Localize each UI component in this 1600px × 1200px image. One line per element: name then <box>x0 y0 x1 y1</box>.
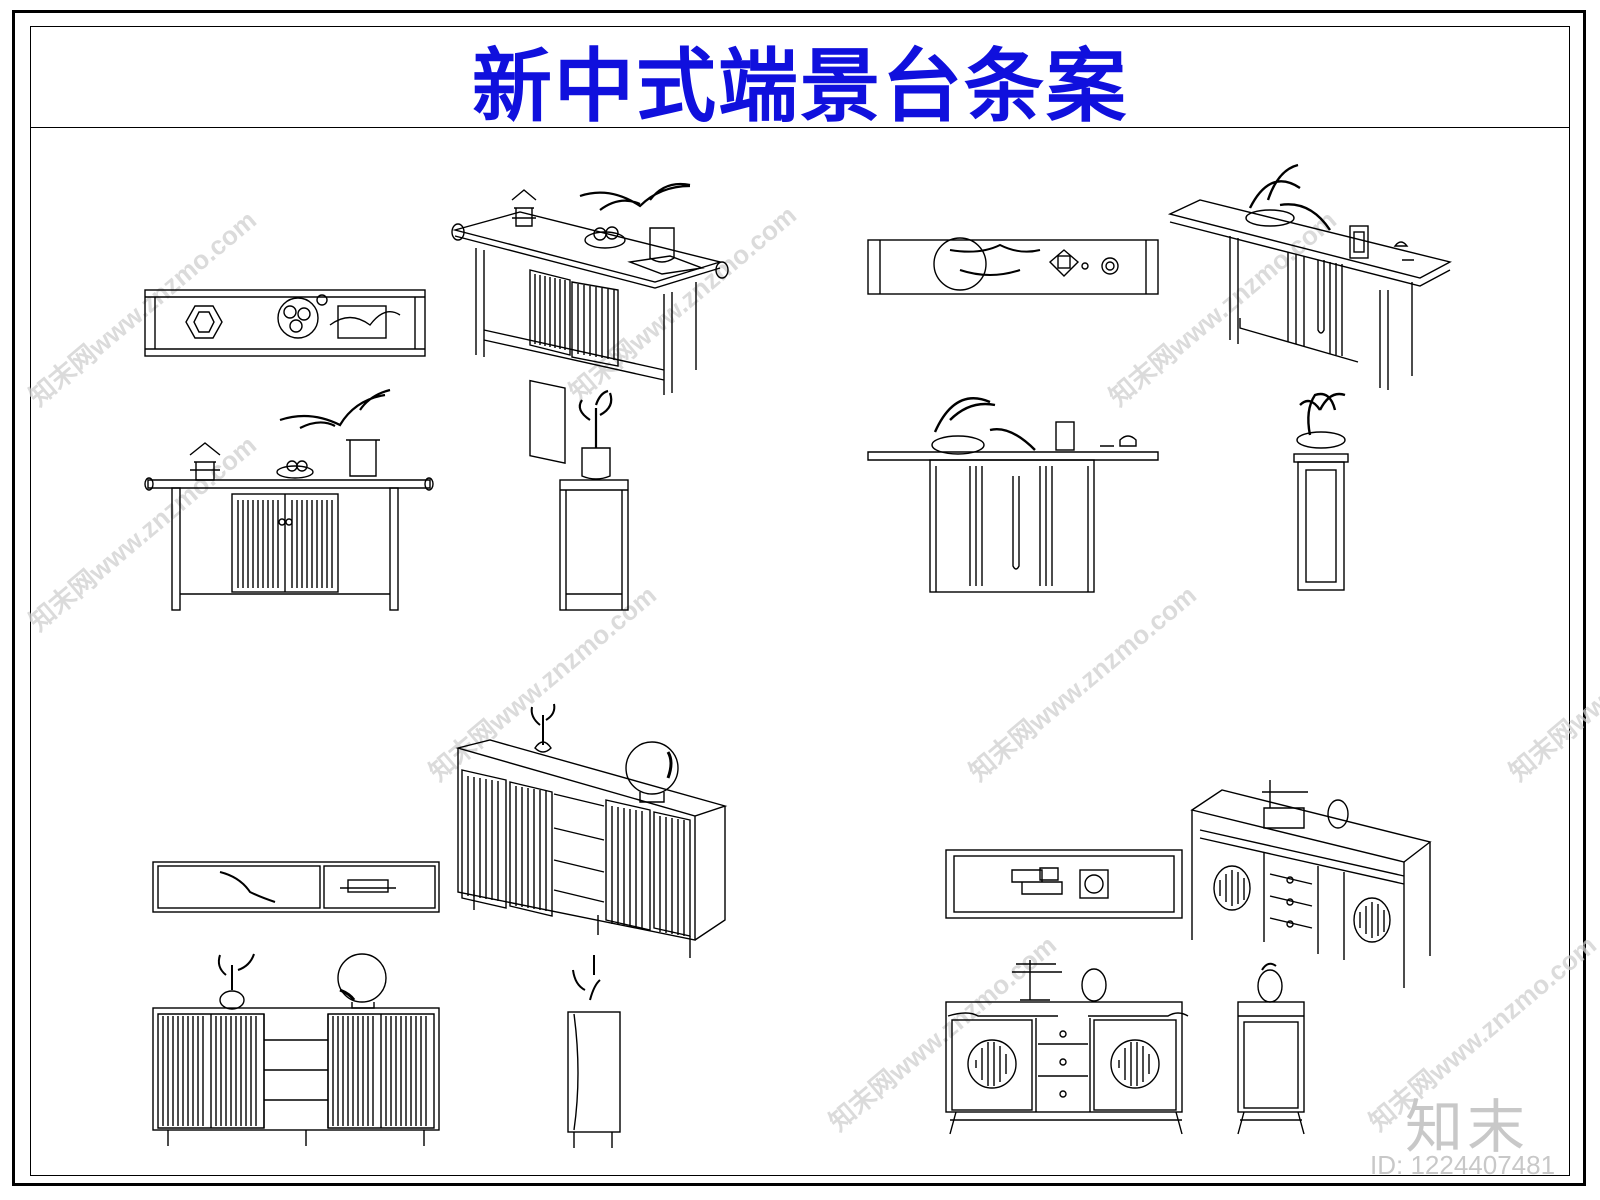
console-front-elevation-1 <box>144 388 434 611</box>
brand-logo: 知末 <box>1405 1093 1530 1161</box>
sheet-title: 新中式端景台条案 <box>472 39 1128 133</box>
sideboard-perspective-4 <box>1190 780 1432 988</box>
sideboard-plan-view-4 <box>945 849 1183 919</box>
console-perspective-1 <box>451 182 729 464</box>
sideboard-perspective-3 <box>455 703 728 958</box>
console-perspective-2 <box>1167 163 1452 390</box>
plant-stand-2 <box>1293 392 1349 591</box>
console-plan-view-2 <box>867 237 1159 295</box>
image-id-label: ID: 1224407481 <box>1370 1150 1556 1180</box>
sideboard-front-elevation-3 <box>152 953 440 1146</box>
sheet-inner-border <box>30 26 1570 1176</box>
sideboard-front-elevation-4 <box>945 960 1189 1135</box>
plant-stand-side-1 <box>559 389 629 611</box>
sheet-outer-border <box>12 10 1586 1186</box>
cabinet-side-3 <box>567 955 621 1148</box>
console-front-elevation-2 <box>867 397 1159 593</box>
sideboard-plan-view-3 <box>152 861 440 913</box>
console-plan-view-1 <box>144 289 426 357</box>
title-block: 新中式端景台条案 <box>30 26 1570 128</box>
cabinet-side-4 <box>1237 962 1305 1135</box>
